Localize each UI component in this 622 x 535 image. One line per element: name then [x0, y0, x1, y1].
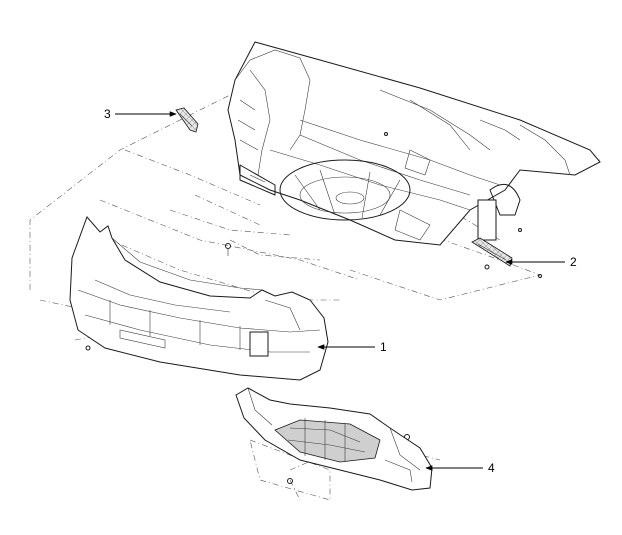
under-cover-part [235, 387, 433, 491]
callout-3: 3 [104, 107, 111, 121]
rear-bumper-part [69, 216, 329, 381]
rear-body-structure [227, 41, 601, 246]
screw-right [538, 274, 542, 278]
callout-4: 4 [488, 461, 495, 475]
right-bracket-part [471, 237, 513, 267]
bolt-bracket-right [484, 264, 490, 270]
callout-2: 2 [570, 255, 577, 269]
left-bracket-part [175, 107, 199, 133]
callout-1: 1 [380, 340, 387, 354]
fasteners [85, 243, 542, 484]
bolt-bumper-left [85, 345, 91, 351]
bolt-cover-left [287, 478, 293, 484]
bolt-bumper-top [225, 243, 231, 249]
leader-lines [115, 111, 565, 471]
